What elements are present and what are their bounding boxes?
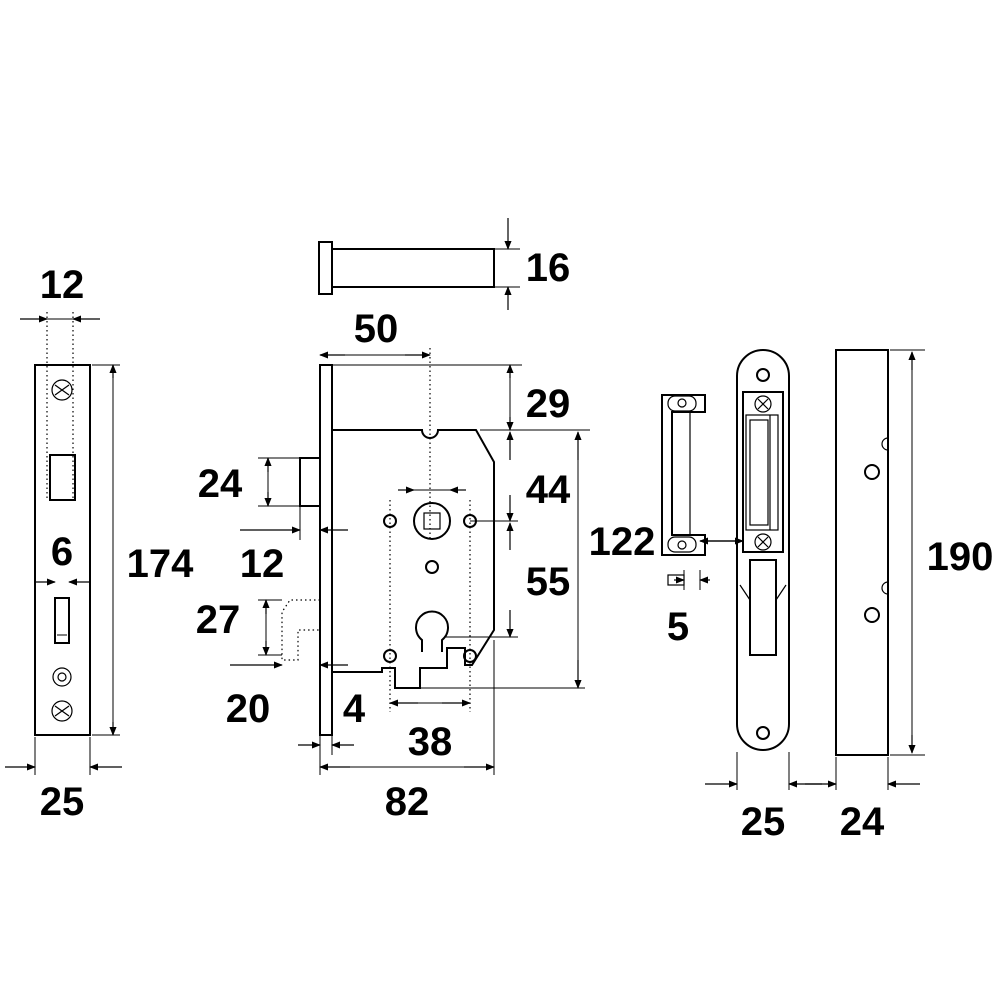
strike-dim-width: 25 bbox=[741, 800, 786, 844]
faceplate-cylinder-hole bbox=[52, 667, 72, 687]
spindle-view: 16 bbox=[318, 218, 571, 310]
centre-hole bbox=[425, 560, 439, 574]
faceplate-dim-width-bottom: 25 bbox=[40, 780, 85, 824]
strike-box-top-screw bbox=[754, 395, 772, 413]
latch-bolt bbox=[299, 457, 321, 507]
faceplate-bolt-slot bbox=[54, 597, 70, 644]
strike-box-bottom-screw bbox=[754, 533, 772, 551]
strike-bracket-top-screw bbox=[667, 395, 697, 412]
faceplate-dim-width-top: 12 bbox=[40, 263, 85, 307]
faceplate-bottom-screw bbox=[51, 700, 73, 722]
strike-keep-bracket: 5 bbox=[661, 394, 744, 649]
faceplate-dim-offset: 6 bbox=[51, 530, 73, 574]
lock-dim-keyway-centres: 38 bbox=[408, 720, 453, 764]
lock-case-view: 50 29 44 55 122 24 bbox=[196, 307, 656, 824]
box-keep-bottom-hole bbox=[864, 607, 880, 623]
lock-dim-case-width: 82 bbox=[385, 780, 430, 824]
lock-dim-bolt-projection: 20 bbox=[226, 687, 271, 731]
lock-dim-follower-to-top: 44 bbox=[526, 468, 571, 512]
strike-plate-view: 25 bbox=[705, 349, 822, 844]
spindle-dim-diameter: 16 bbox=[526, 246, 571, 290]
strike-bracket-bottom-screw bbox=[667, 536, 697, 553]
fixing-hole-left-top bbox=[383, 514, 397, 528]
faceplate-top-screw bbox=[51, 379, 73, 401]
strike-bottom-screw-hole bbox=[756, 726, 770, 740]
strike-top-screw-hole bbox=[756, 368, 770, 382]
lock-case-body bbox=[331, 429, 495, 689]
lock-dim-backset: 50 bbox=[354, 307, 399, 351]
box-keep-dim-height: 190 bbox=[927, 535, 994, 579]
box-keep-outline bbox=[835, 349, 889, 756]
keyhole bbox=[415, 610, 449, 652]
spindle-shaft bbox=[331, 248, 495, 288]
follower-hub bbox=[413, 502, 451, 540]
strike-box-outline bbox=[742, 391, 784, 553]
lock-forend bbox=[319, 364, 333, 736]
box-keep-dim-width: 24 bbox=[840, 800, 885, 844]
box-keep-view: 190 24 bbox=[805, 349, 994, 844]
strike-dim-gap: 5 bbox=[667, 605, 689, 649]
fixing-hole-left-bottom bbox=[383, 649, 397, 663]
lock-dim-bolt-height: 27 bbox=[196, 598, 241, 642]
strike-bolt-pocket bbox=[749, 559, 777, 656]
dead-bolt-retracted-outline bbox=[281, 599, 320, 661]
strike-bracket-outline bbox=[661, 394, 706, 556]
faceplate-dim-height: 174 bbox=[127, 542, 194, 586]
lock-dim-centres: 55 bbox=[526, 560, 571, 604]
lock-dim-top: 29 bbox=[526, 382, 571, 426]
spindle-head bbox=[318, 241, 333, 295]
lock-dim-forend-thickness: 4 bbox=[343, 687, 366, 731]
lock-dim-case-height: 122 bbox=[589, 520, 656, 564]
lock-dim-latch-height: 24 bbox=[198, 462, 243, 506]
lock-dim-latch-projection: 12 bbox=[240, 542, 285, 586]
box-keep-top-hole bbox=[864, 464, 880, 480]
faceplate-latch-slot bbox=[49, 454, 76, 501]
strike-plate-outline bbox=[736, 349, 790, 751]
faceplate-view: 12 6 174 25 bbox=[5, 263, 194, 824]
faceplate-outline bbox=[34, 364, 91, 736]
